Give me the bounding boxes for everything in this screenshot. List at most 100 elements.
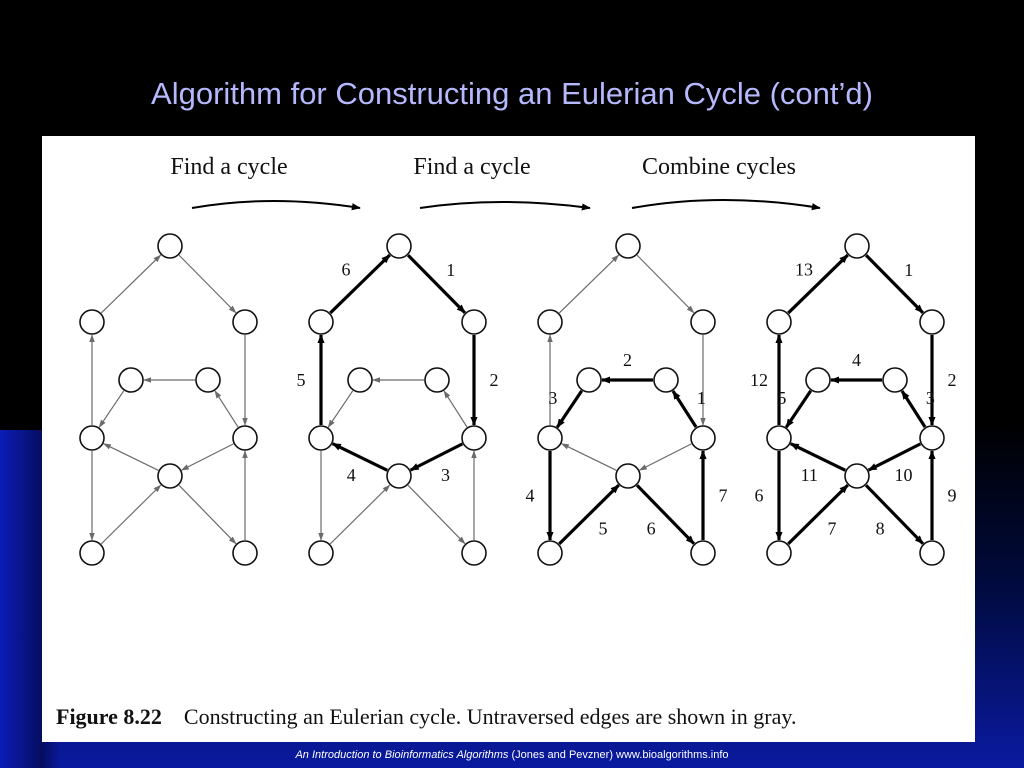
edge-order-label: 5: [599, 519, 608, 539]
node-inner-right: [653, 367, 679, 393]
node-bottom-right: [690, 540, 716, 566]
edge-center-to-mid-left: [331, 442, 389, 472]
node-top: [386, 233, 412, 259]
footer-authors: (Jones and Pevzner): [508, 749, 617, 761]
edge-center-to-mid-left: [560, 443, 617, 471]
edge-upper-left-to-top: [787, 253, 849, 315]
node-inner-right: [882, 367, 908, 393]
node-mid-left: [766, 425, 792, 451]
edge-order-label: 4: [347, 465, 356, 485]
step-label-3: Combine cycles: [642, 154, 796, 180]
edge-mid-right-to-center: [180, 443, 234, 471]
edge-top-to-upper-right: [406, 254, 467, 314]
edge-order-label: 11: [801, 465, 818, 485]
node-top: [615, 233, 641, 259]
edge-center-to-mid-left: [789, 442, 847, 472]
node-upper-left: [308, 309, 334, 335]
edge-order-label: 5: [297, 370, 306, 390]
slide-title: Algorithm for Constructing an Eulerian C…: [151, 76, 873, 111]
edge-center-to-bottom-right: [178, 484, 237, 545]
edge-order-label: 3: [926, 388, 935, 408]
step-arrow-2: [419, 201, 591, 211]
edge-top-to-upper-right: [178, 254, 237, 314]
node-mid-left: [79, 425, 105, 451]
edge-upper-left-to-top: [100, 254, 162, 314]
step-arrow-3: [631, 199, 821, 211]
edge-order-label: 2: [490, 370, 499, 390]
edge-order-label: 3: [548, 388, 557, 408]
step-arrow-1: [191, 200, 361, 211]
node-inner-left: [347, 367, 373, 393]
node-inner-right: [424, 367, 450, 393]
edge-order-label: 1: [446, 260, 455, 280]
node-center: [615, 463, 641, 489]
edge-order-label: 4: [852, 350, 861, 370]
node-bottom-right: [919, 540, 945, 566]
node-bottom-left: [766, 540, 792, 566]
edge-inner-left-to-mid-left: [327, 390, 354, 428]
node-upper-right: [690, 309, 716, 335]
node-mid-right: [461, 425, 487, 451]
edge-top-to-upper-right: [864, 254, 925, 314]
edge-order-label: 6: [647, 518, 656, 538]
edge-order-label: 6: [755, 486, 764, 506]
node-inner-left: [805, 367, 831, 393]
edge-bottom-left-to-center: [329, 484, 391, 545]
edge-order-label: 4: [526, 486, 535, 506]
node-center: [386, 463, 412, 489]
edge-inner-left-to-mid-left: [784, 389, 813, 429]
node-mid-left: [537, 425, 563, 451]
edge-mid-right-to-inner-right: [900, 390, 927, 428]
edge-order-label: 2: [948, 370, 957, 390]
edge-order-label: 13: [795, 260, 813, 280]
edge-center-to-bottom-right: [864, 484, 925, 545]
node-mid-right: [232, 425, 258, 451]
edge-order-label: 1: [904, 260, 913, 280]
edge-mid-right-to-inner-right: [214, 390, 239, 428]
step-label-2: Find a cycle: [413, 154, 530, 180]
edge-center-to-mid-left: [102, 443, 159, 471]
edge-order-label: 9: [948, 486, 957, 506]
node-bottom-left: [79, 540, 105, 566]
node-inner-left: [576, 367, 602, 393]
edge-bottom-left-to-center: [558, 483, 620, 546]
edge-mid-right-to-center: [638, 443, 692, 471]
edge-upper-left-to-top: [558, 254, 620, 314]
edge-order-label: 2: [623, 350, 632, 370]
node-mid-right: [919, 425, 945, 451]
edge-mid-right-to-center: [409, 442, 464, 472]
caption-text: Constructing an Eulerian cycle. Untraver…: [183, 704, 797, 729]
node-bottom-left: [308, 540, 334, 566]
edge-order-label: 3: [441, 465, 450, 485]
node-bottom-left: [537, 540, 563, 566]
edge-center-to-bottom-right: [635, 484, 696, 545]
edge-order-label: 10: [895, 465, 913, 485]
edge-order-label: 7: [719, 486, 728, 506]
node-upper-right: [919, 309, 945, 335]
node-bottom-right: [461, 540, 487, 566]
node-inner-left: [118, 367, 144, 393]
eulerian-cycle-diagram: Find a cycle Find a cycle Combine cycles…: [79, 154, 957, 566]
edge-inner-left-to-mid-left: [98, 390, 125, 428]
graph-panel-1: [79, 233, 258, 566]
node-top: [844, 233, 870, 259]
edge-mid-right-to-inner-right: [443, 390, 468, 428]
edge-inner-left-to-mid-left: [555, 389, 584, 429]
node-bottom-right: [232, 540, 258, 566]
edge-bottom-left-to-center: [100, 484, 162, 545]
edge-upper-left-to-top: [329, 253, 391, 315]
step-label-1: Find a cycle: [170, 154, 287, 180]
node-top: [157, 233, 183, 259]
footer-url[interactable]: www.bioalgorithms.info: [616, 749, 729, 761]
edge-mid-right-to-inner-right: [671, 390, 698, 428]
node-mid-right: [690, 425, 716, 451]
node-upper-right: [461, 309, 487, 335]
edge-order-label: 5: [777, 388, 786, 408]
node-center: [844, 463, 870, 489]
edge-order-label: 7: [828, 519, 837, 539]
edge-mid-right-to-center: [867, 442, 922, 472]
